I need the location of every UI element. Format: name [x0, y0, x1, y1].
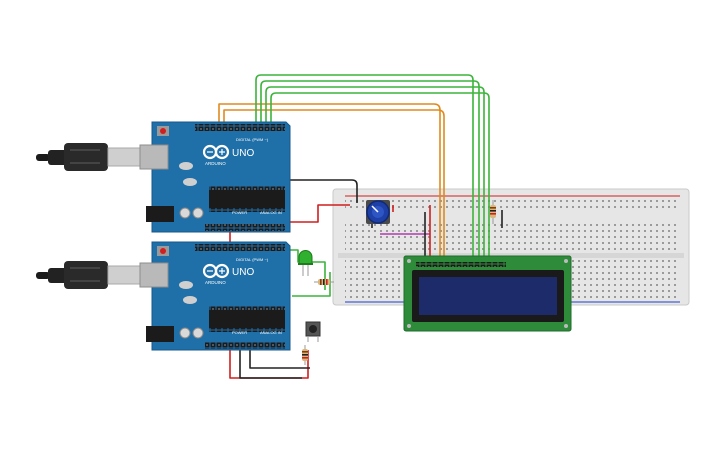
- digital-header: [195, 244, 285, 251]
- power-analog-header: [205, 342, 285, 349]
- analog-label: ANALOG IN: [260, 210, 282, 215]
- wire-green[interactable]: [292, 272, 331, 297]
- atmega-chip: [209, 190, 285, 208]
- wire-green[interactable]: [265, 86, 485, 262]
- resistor[interactable]: [302, 345, 308, 365]
- lcd-screen: [419, 277, 557, 315]
- board-model: UNO: [232, 148, 254, 159]
- usb-port: [139, 144, 169, 170]
- power-rail-holes: [345, 198, 680, 210]
- board-model: UNO: [232, 267, 254, 278]
- green-led[interactable]: [298, 250, 313, 276]
- potentiometer[interactable]: [366, 200, 390, 224]
- usb-cable-icon: [36, 261, 151, 289]
- wire-black[interactable]: [249, 345, 310, 369]
- board-brand: ARDUINO: [205, 280, 226, 285]
- arduino-logo-icon: [202, 263, 230, 279]
- pushbutton[interactable]: [305, 321, 321, 342]
- atmega-chip: [209, 310, 285, 328]
- wire-green[interactable]: [260, 80, 480, 262]
- wire-black[interactable]: [243, 179, 358, 203]
- power-label: POWER: [232, 210, 247, 215]
- wire-green[interactable]: [255, 74, 474, 262]
- usb-port: [139, 262, 169, 288]
- wire-green[interactable]: [285, 249, 326, 290]
- resistor[interactable]: [490, 200, 496, 224]
- arduino-board-2[interactable]: DIGITAL (PWM ~) UNO ARDUINO POWER ANALOG…: [139, 241, 291, 351]
- wire-black[interactable]: [239, 345, 302, 379]
- lcd-header-pins: [416, 262, 506, 267]
- analog-label: ANALOG IN: [260, 330, 282, 335]
- power-jack: [146, 326, 174, 342]
- wire-orange[interactable]: [223, 109, 445, 262]
- digital-label: DIGITAL (PWM ~): [236, 257, 269, 262]
- lcd-16x2[interactable]: [403, 255, 572, 332]
- resistor[interactable]: [314, 279, 334, 285]
- terminal-holes-top: [345, 222, 680, 252]
- arduino-board-1[interactable]: DIGITAL (PWM ~) UNO ARDUINO POWER ANALOG…: [139, 121, 291, 233]
- arduino-logo-icon: [202, 144, 230, 160]
- wire-green[interactable]: [270, 92, 490, 262]
- power-jack: [146, 206, 174, 222]
- usb-cable-icon: [36, 143, 151, 171]
- power-analog-header: [205, 224, 285, 231]
- power-label: POWER: [232, 330, 247, 335]
- board-brand: ARDUINO: [205, 161, 226, 166]
- digital-header: [195, 124, 285, 131]
- digital-label: DIGITAL (PWM ~): [236, 137, 269, 142]
